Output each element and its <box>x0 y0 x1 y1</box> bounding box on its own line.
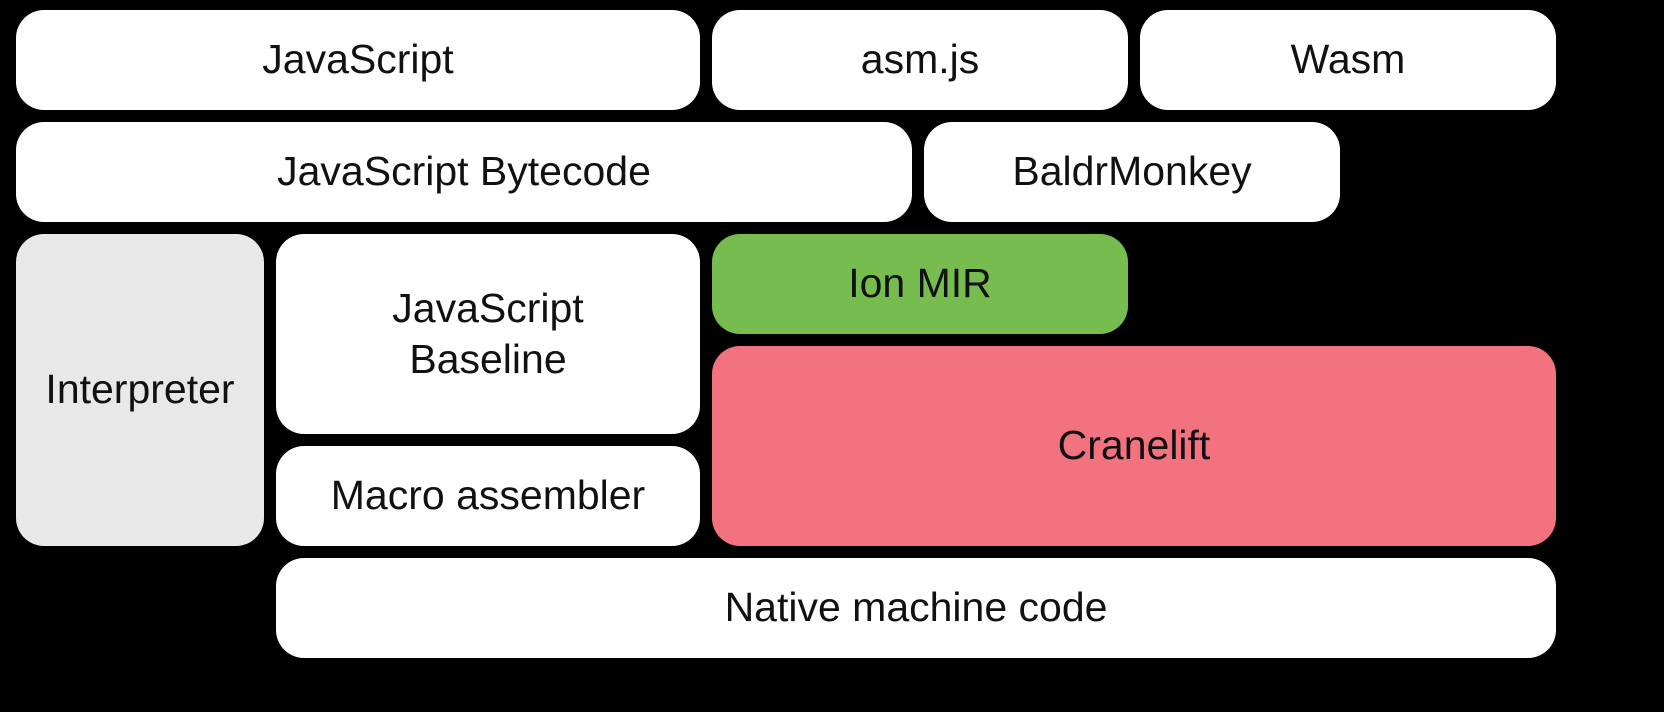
box-baldrmonkey: BaldrMonkey <box>924 122 1340 222</box>
box-javascript-bytecode-label: JavaScript Bytecode <box>277 148 651 195</box>
box-ion-mir: Ion MIR <box>712 234 1128 334</box>
box-cranelift: Cranelift <box>712 346 1556 546</box>
box-javascript-baseline: JavaScript Baseline <box>276 234 700 434</box>
box-macro-assembler: Macro assembler <box>276 446 700 546</box>
box-interpreter-label: Interpreter <box>45 366 235 413</box>
box-baldrmonkey-label: BaldrMonkey <box>1012 148 1252 195</box>
box-interpreter: Interpreter <box>16 234 264 546</box>
box-javascript-bytecode: JavaScript Bytecode <box>16 122 912 222</box>
box-ion-mir-label: Ion MIR <box>848 260 992 307</box>
box-macro-assembler-label: Macro assembler <box>330 472 646 519</box>
box-javascript: JavaScript <box>16 10 700 110</box>
box-javascript-label: JavaScript <box>262 36 454 83</box>
box-wasm-label: Wasm <box>1290 36 1406 83</box>
box-wasm: Wasm <box>1140 10 1556 110</box>
box-native-machine-code: Native machine code <box>276 558 1556 658</box>
box-native-machine-code-label: Native machine code <box>724 584 1108 631</box>
box-asm-js-label: asm.js <box>860 36 980 83</box>
box-javascript-baseline-label: JavaScript Baseline <box>392 284 584 382</box>
box-cranelift-label: Cranelift <box>1057 422 1211 469</box>
box-asm-js: asm.js <box>712 10 1128 110</box>
